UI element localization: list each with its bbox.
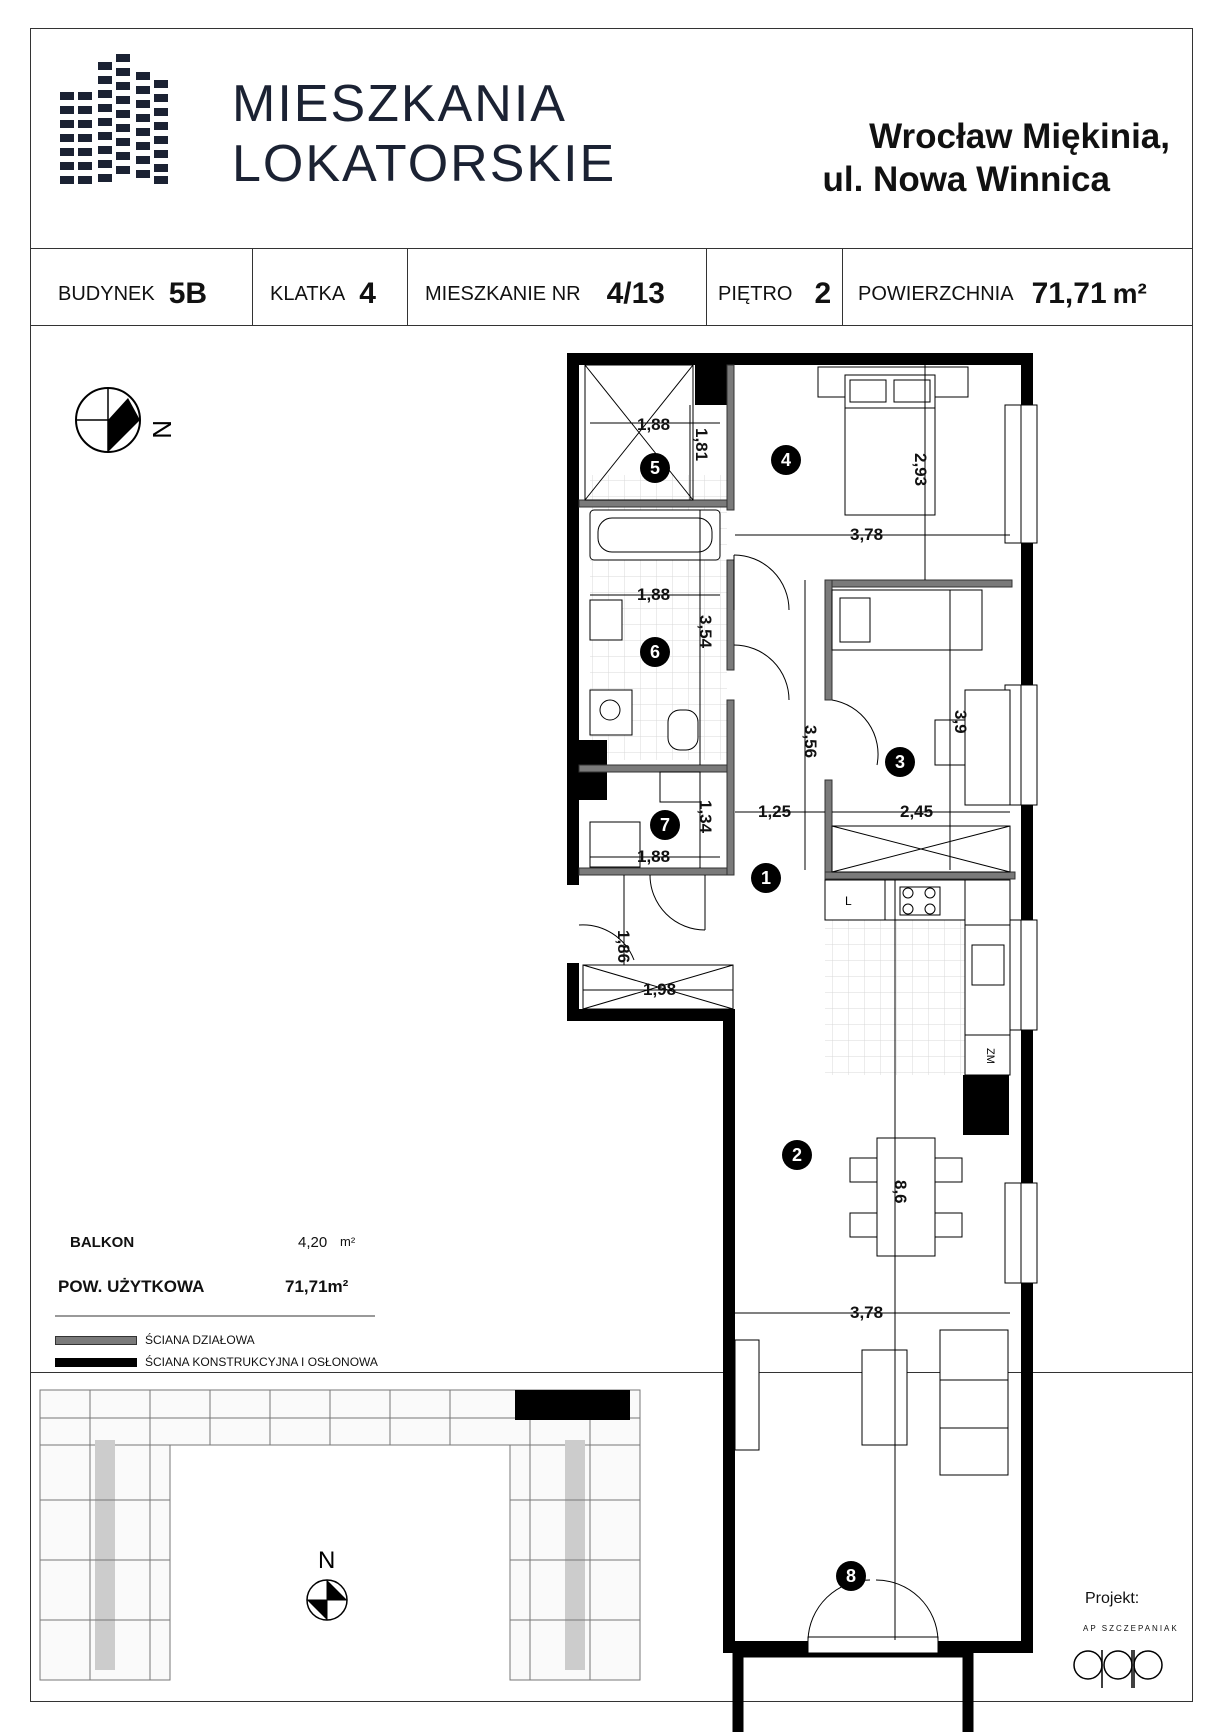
partition-swatch	[55, 1335, 137, 1345]
info-mieszkanie: MIESZKANIE NR 4/13	[425, 258, 665, 330]
dim-label: 1,81	[692, 428, 711, 461]
info-sep	[706, 248, 707, 325]
logo: MIESZKANIA LOKATORSKIE	[60, 50, 614, 190]
dim-label: 2,45	[900, 802, 933, 821]
info-budynek: BUDYNEK 5B	[58, 258, 207, 330]
powierzchnia-label: POWIERZCHNIA	[858, 282, 1014, 305]
info-sep	[842, 248, 843, 325]
site-keyplan	[39, 1389, 641, 1681]
dimension-lines	[583, 365, 1010, 1640]
dim-label: 1,88	[637, 585, 670, 604]
room-number: 4	[781, 450, 791, 470]
budynek-label: BUDYNEK	[58, 282, 155, 305]
page-frame	[30, 28, 1193, 1702]
bathroom-fixtures	[589, 509, 721, 868]
kitchen-l-label: L	[845, 894, 852, 908]
ap-logo-icon	[1073, 1650, 1163, 1688]
kitchen-counter	[824, 879, 1011, 1076]
klatka-label: KLATKA	[270, 282, 346, 305]
building-logo-icon	[60, 54, 168, 184]
mieszkanie-value: 4/13	[606, 277, 665, 310]
single-bed	[831, 589, 1011, 806]
room-numbers: 1 2 3 4 5 6 7 8	[650, 450, 905, 1586]
dim-label: 8,6	[891, 1180, 910, 1204]
pietro-value: 2	[814, 277, 832, 310]
header-divider	[30, 248, 1193, 249]
room-number: 8	[846, 1566, 856, 1586]
room-number: 7	[660, 815, 670, 835]
dim-label: 3,9	[951, 710, 970, 734]
dim-label: 1,98	[643, 980, 676, 999]
balkon-label: BALKON	[70, 1234, 135, 1251]
room-number: 5	[650, 458, 660, 478]
dim-label: 1,86	[614, 930, 633, 963]
keyplan-divider	[30, 1372, 1193, 1373]
legend-structural-label: ŚCIANA KONSTRUKCYJNA I OSŁONOWA	[145, 1355, 378, 1369]
legend-partition-label: ŚCIANA DZIAŁOWA	[145, 1333, 255, 1347]
info-sep	[407, 248, 408, 325]
site-compass-icon	[306, 1579, 348, 1621]
site-compass-letter: N	[318, 1547, 335, 1574]
balkon-value: 4,20	[298, 1234, 328, 1251]
logo-line1: MIESZKANIA	[232, 75, 567, 133]
powierzchnia-unit: m²	[1112, 278, 1147, 309]
room-number: 6	[650, 642, 660, 662]
dim-label: 1,34	[696, 800, 715, 834]
partition-walls	[578, 364, 1016, 881]
info-sep	[252, 248, 253, 325]
powierzchnia-value: 71,71	[1031, 277, 1107, 310]
firm-name: AP SZCZEPANIAK	[1083, 1624, 1179, 1633]
storage-closets	[582, 364, 1011, 1010]
compass-icon	[75, 387, 141, 453]
structural-swatch	[55, 1357, 137, 1367]
dim-label: 3,78	[850, 1303, 883, 1322]
pow-uzytkowa-label: POW. UŻYTKOWA	[58, 1277, 205, 1296]
compass-letter: N	[147, 420, 177, 439]
doors	[578, 554, 939, 1641]
dim-label: 3,78	[850, 525, 883, 544]
address-line2: ul. Nowa Winnica	[822, 160, 1111, 199]
info-powierzchnia: POWIERZCHNIA 71,71 m²	[858, 258, 1147, 330]
info-divider	[30, 325, 1193, 326]
dim-label: 2,93	[911, 453, 930, 486]
projekt-label: Projekt:	[1085, 1590, 1140, 1607]
legend-structural: ŚCIANA KONSTRUKCYJNA I OSŁONOWA	[55, 1355, 378, 1369]
klatka-value: 4	[359, 277, 376, 310]
living-furniture	[734, 1329, 1009, 1476]
legend-partition: ŚCIANA DZIAŁOWA	[55, 1333, 255, 1347]
dim-label: 3,54	[696, 615, 715, 649]
info-klatka: KLATKA 4	[270, 258, 376, 330]
dining-table	[849, 1137, 963, 1257]
dim-label: 1,88	[637, 415, 670, 434]
double-bed	[817, 366, 969, 516]
info-pietro: PIĘTRO 2	[718, 258, 831, 330]
dim-label: 1,88	[637, 847, 670, 866]
budynek-value: 5B	[168, 277, 208, 310]
pow-uzytkowa-value: 71,71m²	[285, 1277, 349, 1296]
dim-label: 3,56	[801, 725, 820, 758]
dim-label: 1,25	[758, 802, 791, 821]
mieszkanie-label: MIESZKANIE NR	[425, 282, 581, 305]
address-line1: Wrocław Miękinia,	[869, 117, 1170, 156]
kitchen-zm-label: ZM	[984, 1048, 996, 1064]
dimension-labels: 1,88 1,81 2,93 3,78 1,88 3,54 3,56 3,9 1…	[614, 415, 970, 1322]
balcony	[732, 1652, 974, 1732]
balkon-unit: m²	[340, 1234, 356, 1249]
pietro-label: PIĘTRO	[718, 282, 793, 305]
room-markers	[640, 445, 915, 1591]
room-number: 3	[895, 752, 905, 772]
room-number: 2	[792, 1145, 802, 1165]
room-number: 1	[761, 868, 771, 888]
logo-line2: LOKATORSKIE	[232, 135, 617, 193]
